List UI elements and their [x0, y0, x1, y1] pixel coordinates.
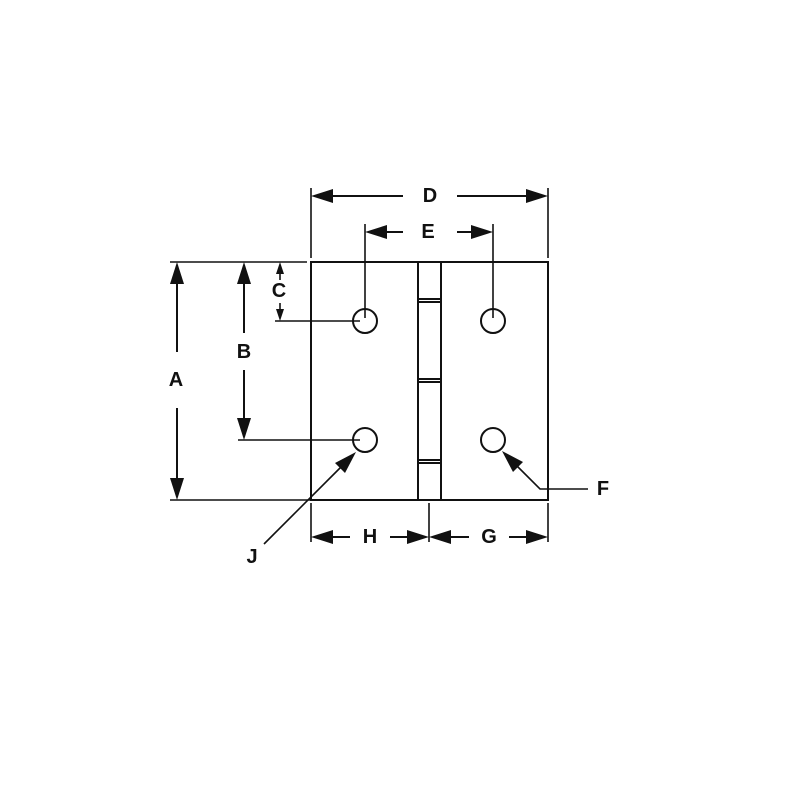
callout-label-f: F [597, 478, 609, 500]
dimension-h-g: H G [310, 503, 549, 548]
dimension-label-a: A [169, 369, 183, 391]
leader-f: F [502, 451, 609, 500]
dimension-d-arrow-right [526, 189, 548, 203]
right-leaf [440, 261, 549, 501]
dimension-d-arrow-left [311, 189, 333, 203]
leader-j-arrow [335, 452, 356, 473]
dimension-a-arrow-bottom [170, 478, 184, 500]
leader-f-arrow [502, 451, 523, 472]
dimension-g-arrow-left [429, 530, 451, 544]
dimension-c: C [272, 262, 286, 321]
dimension-b-arrow-bottom [237, 418, 251, 440]
dimension-g-arrow-right [526, 530, 548, 544]
leader-j: J [246, 452, 356, 568]
dimension-label-e: E [421, 221, 434, 243]
dimension-label-c: C [272, 280, 286, 302]
dimension-c-arrow-top [276, 262, 284, 274]
dimension-e-arrow-left [365, 225, 387, 239]
dimension-label-b: B [237, 341, 251, 363]
knuckle-joints [418, 298, 441, 464]
dimension-a: A [169, 262, 184, 500]
dimension-b: B [237, 262, 251, 440]
dimension-c-arrow-bottom [276, 309, 284, 321]
callout-label-j: J [246, 546, 257, 568]
dimension-h-arrow-right [407, 530, 429, 544]
dimension-label-g: G [481, 526, 497, 548]
dimension-d: D [310, 185, 549, 258]
hole-bottom-right [480, 427, 506, 453]
dimension-a-arrow-top [170, 262, 184, 284]
dimension-b-arrow-top [237, 262, 251, 284]
dimension-label-d: D [423, 185, 437, 207]
dimension-label-h: H [363, 526, 377, 548]
dimension-e: E [364, 221, 494, 318]
dimension-e-arrow-right [471, 225, 493, 239]
dimension-h-arrow-left [311, 530, 333, 544]
